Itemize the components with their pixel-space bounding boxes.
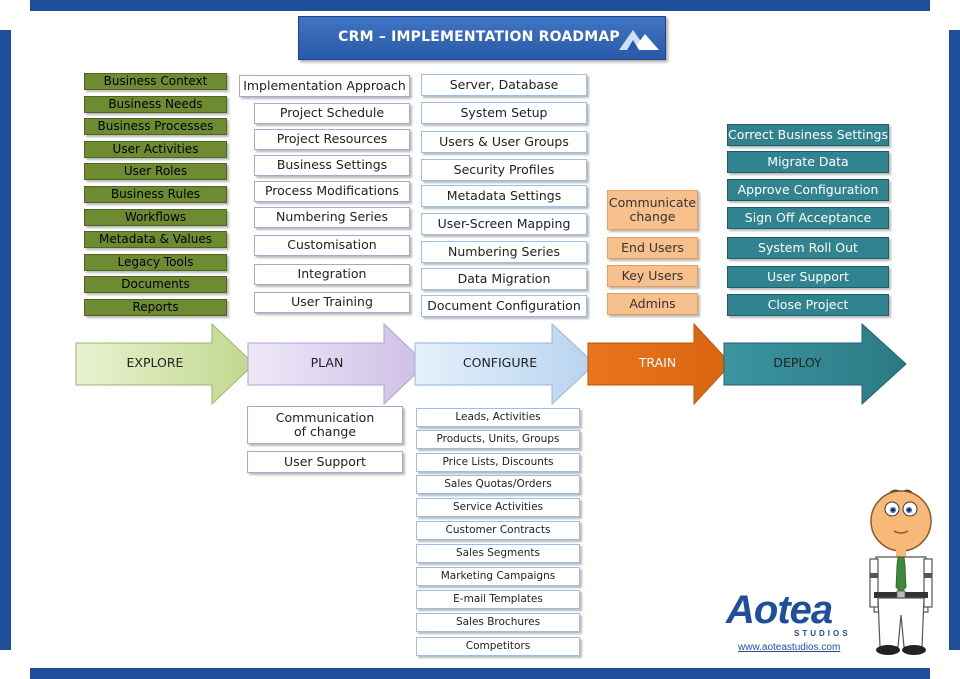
explore-item: Workflows: [84, 209, 227, 226]
deploy-item: Migrate Data: [727, 151, 889, 173]
configure-item: Server, Database: [421, 74, 587, 96]
explore-item: User Roles: [84, 163, 227, 180]
aotea-logo: Aotea STUDIOS www.aoteastudios.com: [724, 588, 874, 656]
plan-item: Customisation: [254, 235, 410, 256]
explore-item: Metadata & Values: [84, 231, 227, 248]
arrow-explore: [75, 322, 255, 406]
explore-item: User Activities: [84, 141, 227, 158]
logo-wordmark: Aotea: [726, 588, 833, 632]
mountain-icon: [619, 30, 659, 50]
deploy-item: Approve Configuration: [727, 179, 889, 201]
configure-item: Data Migration: [421, 268, 587, 290]
configure-item: Numbering Series: [421, 241, 587, 263]
cartoon-character: [869, 489, 933, 655]
configure-below-item: E-mail Templates: [416, 590, 580, 609]
deploy-item: Sign Off Acceptance: [727, 207, 889, 229]
configure-below-item: Sales Segments: [416, 544, 580, 563]
plan-item: User Training: [254, 292, 410, 313]
arrow-plan: [247, 322, 427, 406]
logo-url: www.aoteastudios.com: [738, 642, 841, 653]
phase-label-train: TRAIN: [638, 355, 677, 370]
explore-item: Reports: [84, 299, 227, 316]
plan-item: Implementation Approach: [239, 75, 410, 97]
train-item: End Users: [607, 237, 698, 259]
phase-label-explore: EXPLORE: [126, 355, 184, 370]
configure-below-item: Sales Quotas/Orders: [416, 475, 580, 494]
logo-subtitle: STUDIOS: [794, 629, 851, 638]
deploy-item: Correct Business Settings: [727, 124, 889, 146]
plan-item: Process Modifications: [254, 181, 410, 202]
plan-below-item: Communication of change: [247, 406, 403, 444]
train-item: Key Users: [607, 265, 698, 287]
configure-below-item: Sales Brochures: [416, 613, 580, 632]
explore-item: Business Rules: [84, 186, 227, 203]
plan-item: Numbering Series: [254, 207, 410, 228]
deploy-item: System Roll Out: [727, 237, 889, 259]
plan-item: Project Schedule: [254, 103, 410, 124]
frame-right-bar: [949, 30, 960, 650]
deploy-item: Close Project: [727, 294, 889, 316]
explore-item: Documents: [84, 276, 227, 293]
configure-item: Security Profiles: [421, 159, 587, 181]
frame-bottom-bar: [30, 668, 930, 679]
configure-item: User-Screen Mapping: [421, 213, 587, 235]
arrow-configure: [414, 322, 596, 406]
configure-item: Users & User Groups: [421, 131, 587, 153]
phase-label-plan: PLAN: [310, 355, 344, 370]
train-item: Communicate change: [607, 190, 698, 230]
plan-below-item: User Support: [247, 451, 403, 473]
configure-below-item: Price Lists, Discounts: [416, 453, 580, 472]
explore-item: Legacy Tools: [84, 254, 227, 271]
explore-item: Business Needs: [84, 96, 227, 113]
frame-left-bar: [0, 30, 11, 650]
explore-item: Business Processes: [84, 118, 227, 135]
configure-item: System Setup: [421, 102, 587, 124]
train-item: Admins: [607, 293, 698, 315]
deploy-item: User Support: [727, 266, 889, 288]
configure-below-item: Leads, Activities: [416, 408, 580, 427]
configure-item: Metadata Settings: [421, 185, 587, 207]
configure-below-item: Service Activities: [416, 498, 580, 517]
configure-item: Document Configuration: [421, 295, 587, 317]
plan-item: Project Resources: [254, 129, 410, 150]
configure-below-item: Customer Contracts: [416, 521, 580, 540]
configure-below-item: Competitors: [416, 637, 580, 656]
explore-item: Business Context: [84, 73, 227, 90]
configure-below-item: Marketing Campaigns: [416, 567, 580, 586]
phase-label-deploy: DEPLOY: [773, 355, 822, 370]
page-title: CRM – IMPLEMENTATION ROADMAP: [338, 29, 620, 45]
title-banner: CRM – IMPLEMENTATION ROADMAP: [298, 16, 666, 60]
plan-item: Business Settings: [254, 155, 410, 176]
plan-item: Integration: [254, 264, 410, 285]
configure-below-item: Products, Units, Groups: [416, 430, 580, 449]
phase-label-configure: CONFIGURE: [462, 355, 538, 370]
frame-top-bar: [30, 0, 930, 11]
arrow-deploy: [723, 322, 907, 406]
arrow-train: [587, 322, 732, 406]
